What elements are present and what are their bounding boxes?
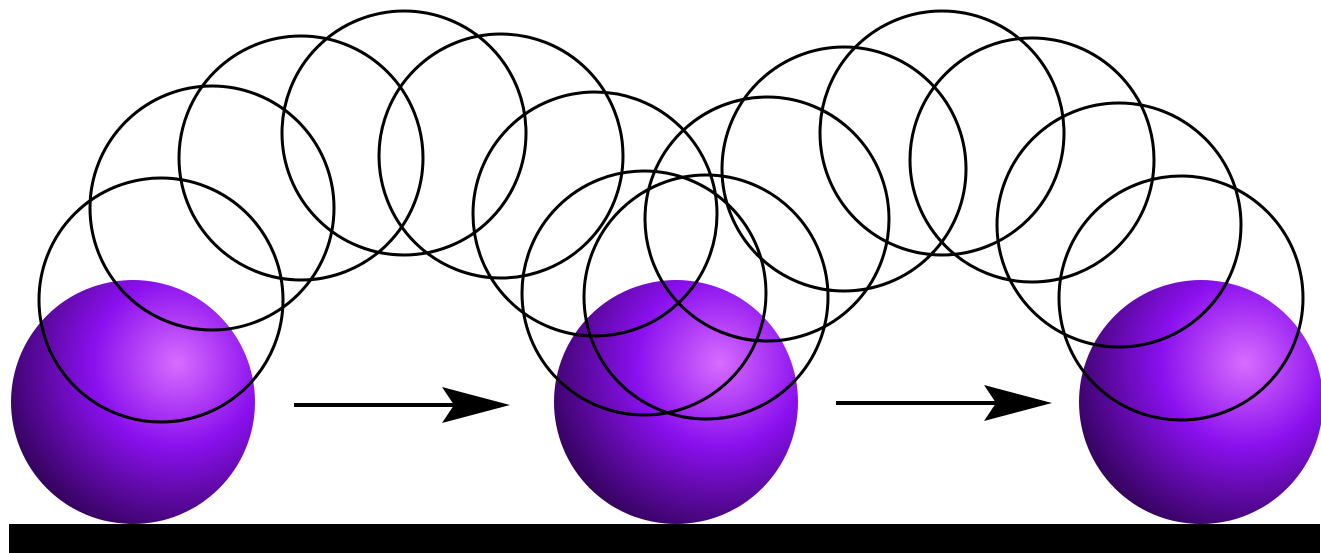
- trajectory-circle: [582, 173, 830, 421]
- trajectory-circle: [520, 169, 768, 417]
- trajectory-circle: [377, 32, 625, 280]
- trajectory-circle: [280, 9, 528, 257]
- arrowhead: [984, 385, 1052, 421]
- ball-rest-positions: [11, 280, 1321, 524]
- trajectory-outlines: [37, 9, 1305, 424]
- arrowhead: [442, 387, 510, 423]
- ground-bar: [9, 524, 1320, 553]
- trajectory-circle: [720, 45, 968, 293]
- direction-arrow-1: [294, 387, 510, 423]
- trajectory-circle: [37, 176, 285, 424]
- trajectory-circle: [818, 9, 1066, 257]
- trajectory-circle: [88, 84, 336, 332]
- ball-start: [11, 280, 255, 524]
- trajectory-circle: [643, 95, 891, 343]
- direction-arrow-2: [836, 385, 1052, 421]
- ball-middle: [554, 280, 798, 524]
- trajectory-circle: [1057, 174, 1305, 422]
- trajectory-circle: [177, 34, 425, 282]
- trajectory-circle: [471, 90, 719, 338]
- trajectory-circle: [995, 101, 1243, 349]
- ball-end: [1079, 280, 1321, 524]
- trajectory-circle: [908, 36, 1156, 284]
